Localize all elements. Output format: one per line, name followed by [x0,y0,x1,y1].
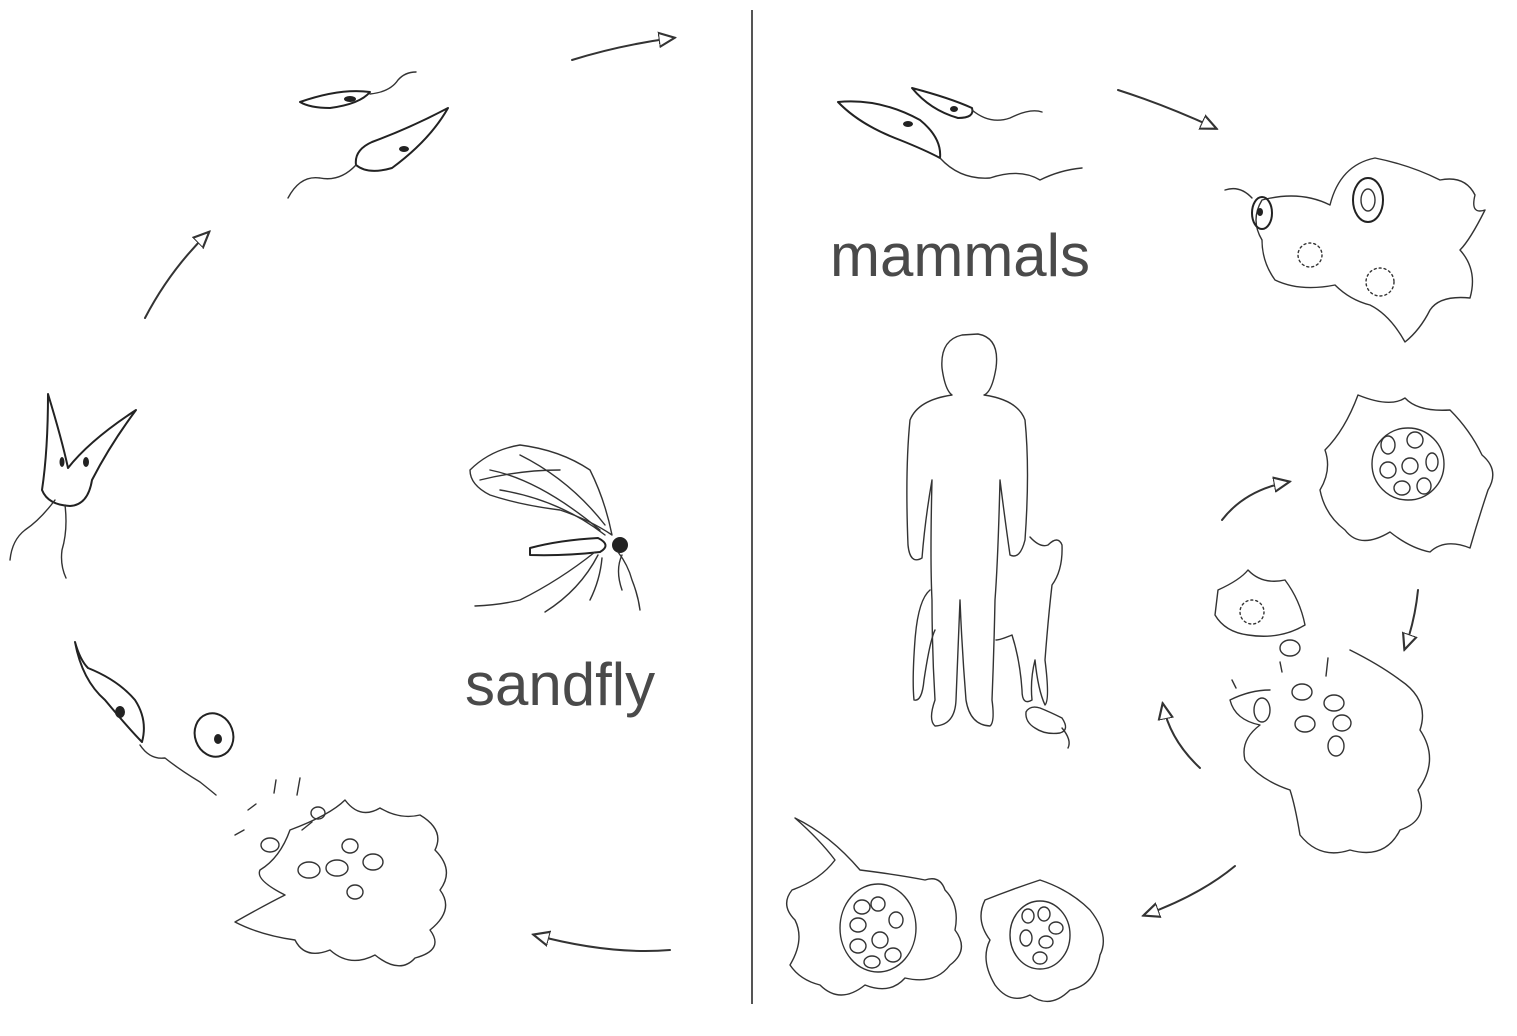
cycle-arrow-top-right [1118,90,1215,128]
rupturing-macrophage [1215,570,1430,853]
cycle-arrow-right-left-up [1163,705,1200,768]
cycle-arrow-right-up [1222,482,1288,520]
promastigote-pair-top [288,72,448,198]
cycle-arrow-bottom-right [1145,866,1235,915]
rodent-silhouette [1026,707,1069,748]
infected-macrophage-right [1320,395,1493,552]
amastigote-left [189,708,240,762]
infected-macrophage-sandfly [235,778,446,966]
cycle-arrow-bottom-left [535,935,670,951]
human-silhouette [907,334,1028,726]
dividing-promastigote [10,394,136,578]
cycle-arrow-top-left [572,38,673,60]
cycle-arrow-left-up [145,233,208,318]
infected-macrophage-bottom-a [787,818,962,995]
mammals-label: mammals [830,222,1090,289]
promastigote-pair-mammal [838,88,1082,180]
dog-silhouette [913,537,1062,705]
cycle-arrow-right-down [1405,590,1418,648]
macrophage-phagocytosis [1225,158,1485,342]
sandfly-label: sandfly [465,651,655,718]
promastigote-bottom-left [75,642,216,795]
sandfly-illustration [470,445,640,612]
infected-macrophage-bottom-b [981,880,1103,1001]
